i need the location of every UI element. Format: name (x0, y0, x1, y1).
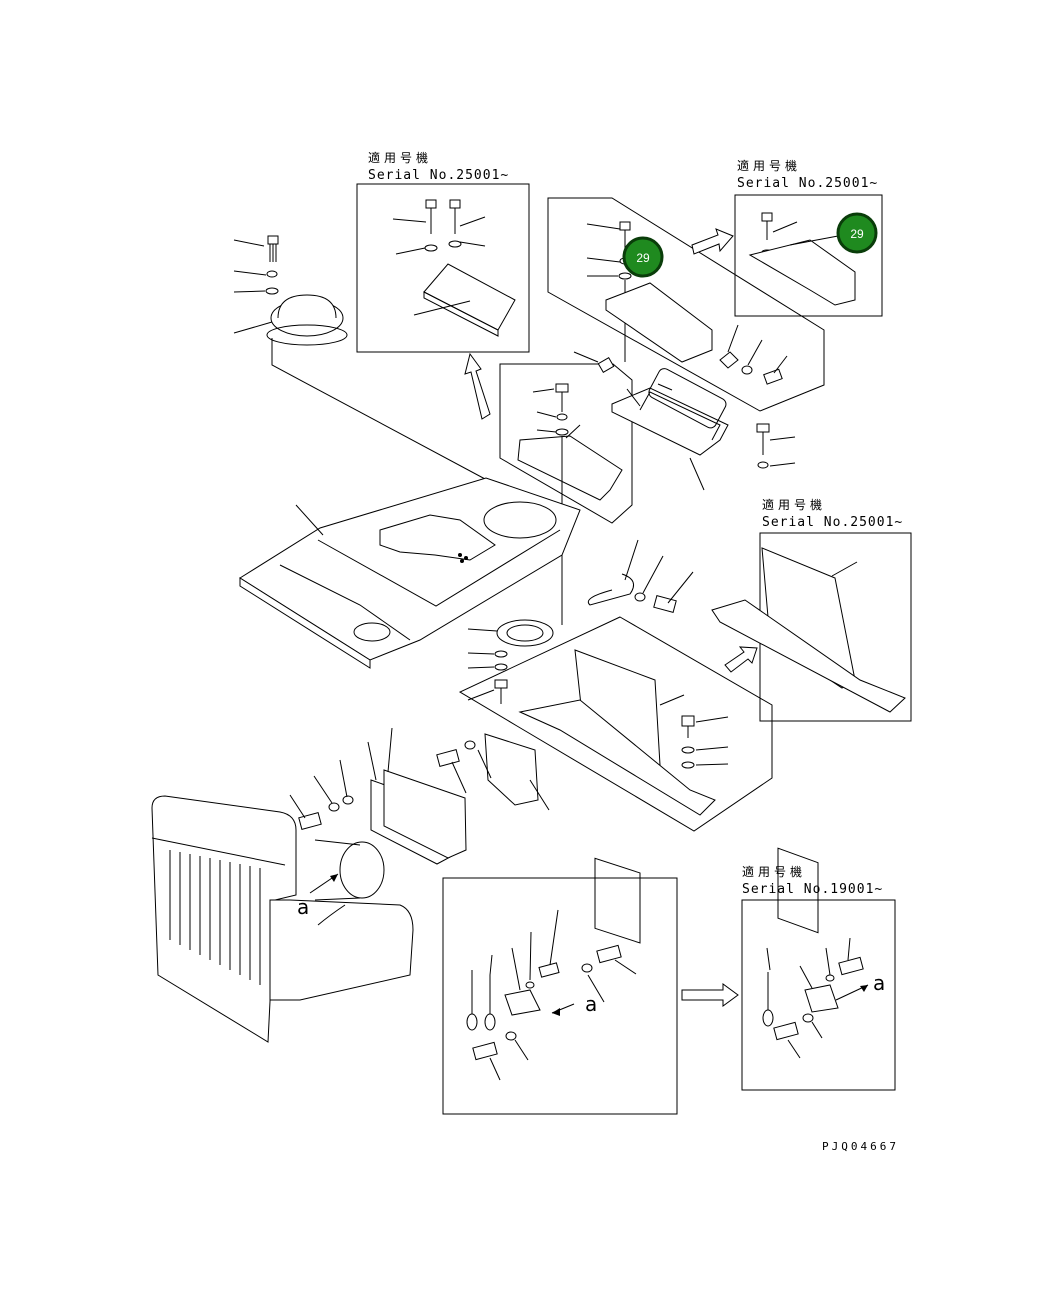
drawing-code: PJQ04667 (822, 1140, 899, 1153)
cap-assembly (233, 235, 501, 488)
detail-5-parts (466, 909, 637, 1081)
arrow-to-box-2 (691, 228, 734, 255)
serial-note-3-serial: Serial No.25001~ (762, 515, 903, 530)
arrow-to-box-1 (464, 352, 491, 420)
detail-3-parts (711, 547, 906, 934)
serial-note-3-jp: 適用号機 (762, 497, 826, 512)
group-outline-top-right (547, 197, 825, 412)
serial-note-2-serial: Serial No.25001~ (737, 176, 878, 191)
radiator-assembly (151, 795, 414, 1043)
group-outline-lower (458, 616, 773, 832)
hook-bolt (587, 539, 694, 613)
callout-badge-1[interactable]: 29 (622, 236, 664, 278)
group-outline-center (499, 363, 633, 524)
view-marker-a-3: a (873, 971, 885, 995)
bracket-stand (518, 649, 729, 944)
arrow-to-box-3 (724, 646, 758, 673)
callout-badge-1-label: 29 (636, 251, 650, 265)
detail-1-parts (392, 199, 516, 337)
detail-box-5 (442, 877, 678, 1115)
top-right-parts (586, 221, 788, 385)
callout-badge-2[interactable]: 29 (836, 212, 878, 254)
serial-note-1-jp: 適用号機 (368, 150, 432, 165)
callout-badge-2-label: 29 (850, 227, 864, 241)
view-marker-a-2: a (585, 992, 597, 1016)
radiator-fins (169, 850, 261, 985)
serial-note-4-serial: Serial No.19001~ (742, 882, 883, 897)
serial-note-4-jp: 適用号機 (742, 864, 806, 879)
serial-note-2: 適用号機 Serial No.25001~ (734, 158, 883, 317)
gasket-stack (467, 619, 554, 704)
handle-tray (573, 351, 796, 491)
side-panel (289, 727, 550, 865)
serial-note-1-serial: Serial No.25001~ (368, 168, 509, 183)
detail-4-parts (762, 937, 869, 1059)
detail-2-parts (748, 212, 856, 306)
arrow-to-box-4 (681, 983, 739, 1007)
detail-box-2 (734, 194, 883, 317)
detail-box-1 (356, 183, 530, 353)
hood-cover (239, 477, 581, 669)
serial-note-2-jp: 適用号機 (737, 158, 801, 173)
center-parts (517, 383, 623, 625)
serial-note-1: 適用号機 Serial No.25001~ (356, 150, 530, 353)
view-marker-a-1: a (297, 895, 309, 919)
